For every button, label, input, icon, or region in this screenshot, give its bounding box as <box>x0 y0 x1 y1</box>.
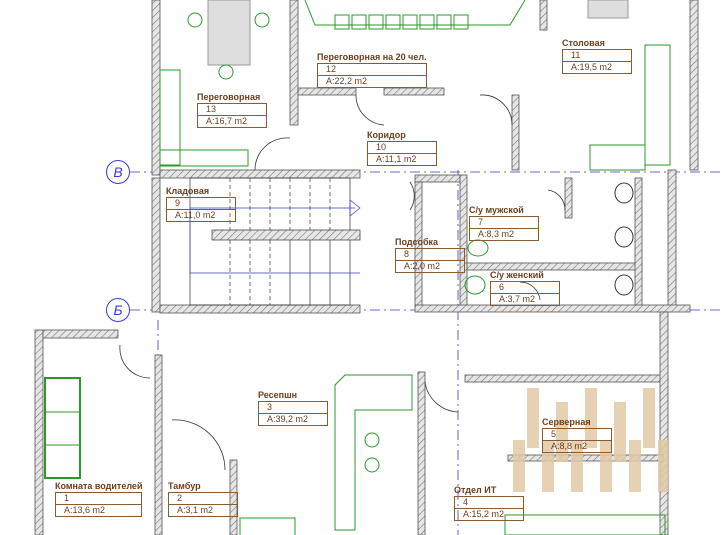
room-name: Ресепшн <box>258 390 298 400</box>
room-number: 4 <box>454 496 524 508</box>
room-number: 3 <box>258 401 328 413</box>
room-name: Переговорная <box>197 92 261 102</box>
room-area: A:3,7 m2 <box>490 293 560 306</box>
room-number: 13 <box>197 103 267 115</box>
room-area: A:13,6 m2 <box>55 504 143 517</box>
room-number: 12 <box>317 63 427 75</box>
room-area: A:11,0 m2 <box>166 209 236 222</box>
room-name: С/у мужской <box>469 205 524 215</box>
room-area: A:3,1 m2 <box>168 504 238 517</box>
walls <box>34 0 699 535</box>
room-name: Кладовая <box>166 186 210 196</box>
axis-marker-b: Б <box>106 298 130 322</box>
room-area: A:22,2 m2 <box>317 75 427 88</box>
room-name: Тамбур <box>168 481 201 491</box>
room-number: 2 <box>168 492 238 504</box>
room-area: A:19,5 m2 <box>562 61 632 74</box>
room-area: A:8,8 m2 <box>542 440 612 453</box>
room-number: 10 <box>367 141 437 153</box>
doors <box>119 94 566 471</box>
room-number: 1 <box>55 492 143 504</box>
room-name: Переговорная на 20 чел. <box>317 52 427 62</box>
room-number: 7 <box>469 216 539 228</box>
axis-marker-v: В <box>106 160 130 184</box>
room-area: A:15,2 m2 <box>454 508 524 521</box>
room-area: A:2,0 m2 <box>395 260 465 273</box>
room-area: A:39,2 m2 <box>258 413 328 426</box>
room-name: Отдел ИТ <box>454 485 497 495</box>
room-name: С/у женский <box>490 270 544 280</box>
staircase <box>189 177 361 306</box>
room-name: Коридор <box>367 130 406 140</box>
server-racks <box>513 388 668 492</box>
room-number: 6 <box>490 281 560 293</box>
room-area: A:8,3 m2 <box>469 228 539 241</box>
room-number: 11 <box>562 49 632 61</box>
furniture <box>44 0 671 535</box>
room-name: Столовая <box>562 38 605 48</box>
room-number: 5 <box>542 428 612 440</box>
room-name: Подсобка <box>395 237 439 247</box>
room-number: 9 <box>166 197 236 209</box>
room-number: 8 <box>395 248 465 260</box>
room-area: A:11,1 m2 <box>367 153 437 166</box>
room-name: Серверная <box>542 417 591 427</box>
room-name: Комната водителей <box>55 481 143 491</box>
room-area: A:16,7 m2 <box>197 115 267 128</box>
